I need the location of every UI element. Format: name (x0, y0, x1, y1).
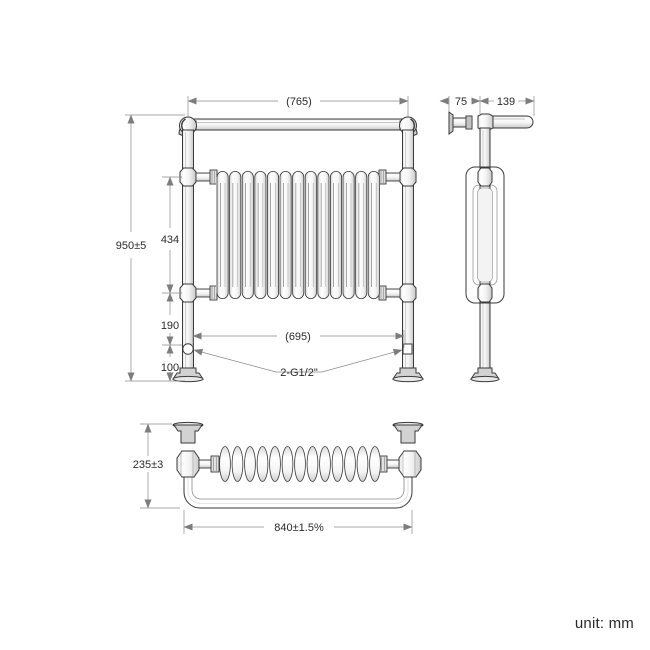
front-valve-left (182, 343, 194, 355)
plan-joint-right (398, 450, 422, 478)
annotation-valve-connection: 2-G1/2" (280, 367, 318, 379)
front-joint-bottom-left (179, 283, 197, 303)
plan-foot-left (172, 421, 204, 444)
side-elbow-top (477, 113, 494, 131)
front-foot-left (172, 367, 204, 383)
front-joint-top-left (179, 167, 197, 187)
dim-bracket-depth: 75 (455, 96, 467, 108)
dim-rail-projection: 139 (497, 96, 515, 108)
side-foot (470, 367, 500, 383)
front-dimension-labels: (765) 950±5 434 190 100 (695) 2-G1/2" (116, 96, 318, 379)
front-left-post (182, 129, 194, 377)
dim-lower-post-height: 190 (161, 320, 179, 332)
dim-radiator-height: 434 (161, 234, 179, 246)
dim-plan-depth: 235±3 (133, 459, 164, 471)
front-foot-right (392, 367, 424, 383)
front-radiator-block (216, 170, 380, 300)
side-wall-bracket (448, 111, 473, 135)
side-joint-top (477, 167, 493, 187)
dim-foot-height: 100 (161, 362, 179, 374)
front-top-rail (192, 118, 404, 131)
dim-overall-width: (765) (286, 96, 312, 108)
front-dimensions (125, 96, 409, 382)
side-joint-bottom (477, 283, 493, 303)
unit-label: unit: mm (574, 615, 634, 632)
plan-spigot-left (198, 455, 220, 473)
side-top-rail (488, 115, 534, 129)
plan-foot-right (392, 421, 424, 444)
front-elevation-view: (765) 950±5 434 190 100 (695) 2-G1/2" (116, 96, 424, 383)
side-dimension-labels: 75 139 (455, 96, 515, 108)
side-elevation-view: 75 139 (439, 96, 535, 383)
dim-valve-centres: (695) (285, 331, 311, 343)
dim-plan-width: 840±1.5% (274, 522, 324, 534)
plan-spigot-right (378, 455, 400, 473)
plan-view: 235±3 840±1.5% (133, 421, 424, 534)
plan-joint-left (176, 450, 200, 478)
front-valve-right (402, 343, 413, 355)
side-dimensions (439, 96, 535, 116)
side-radiator-outline (465, 166, 505, 304)
plan-dimensions (140, 423, 413, 534)
front-joint-top-right (399, 167, 417, 187)
plan-dimension-labels: 235±3 840±1.5% (133, 459, 324, 534)
dim-overall-height: 950±5 (116, 240, 147, 252)
plan-towel-rail (183, 470, 413, 509)
front-joint-bottom-right (399, 283, 417, 303)
